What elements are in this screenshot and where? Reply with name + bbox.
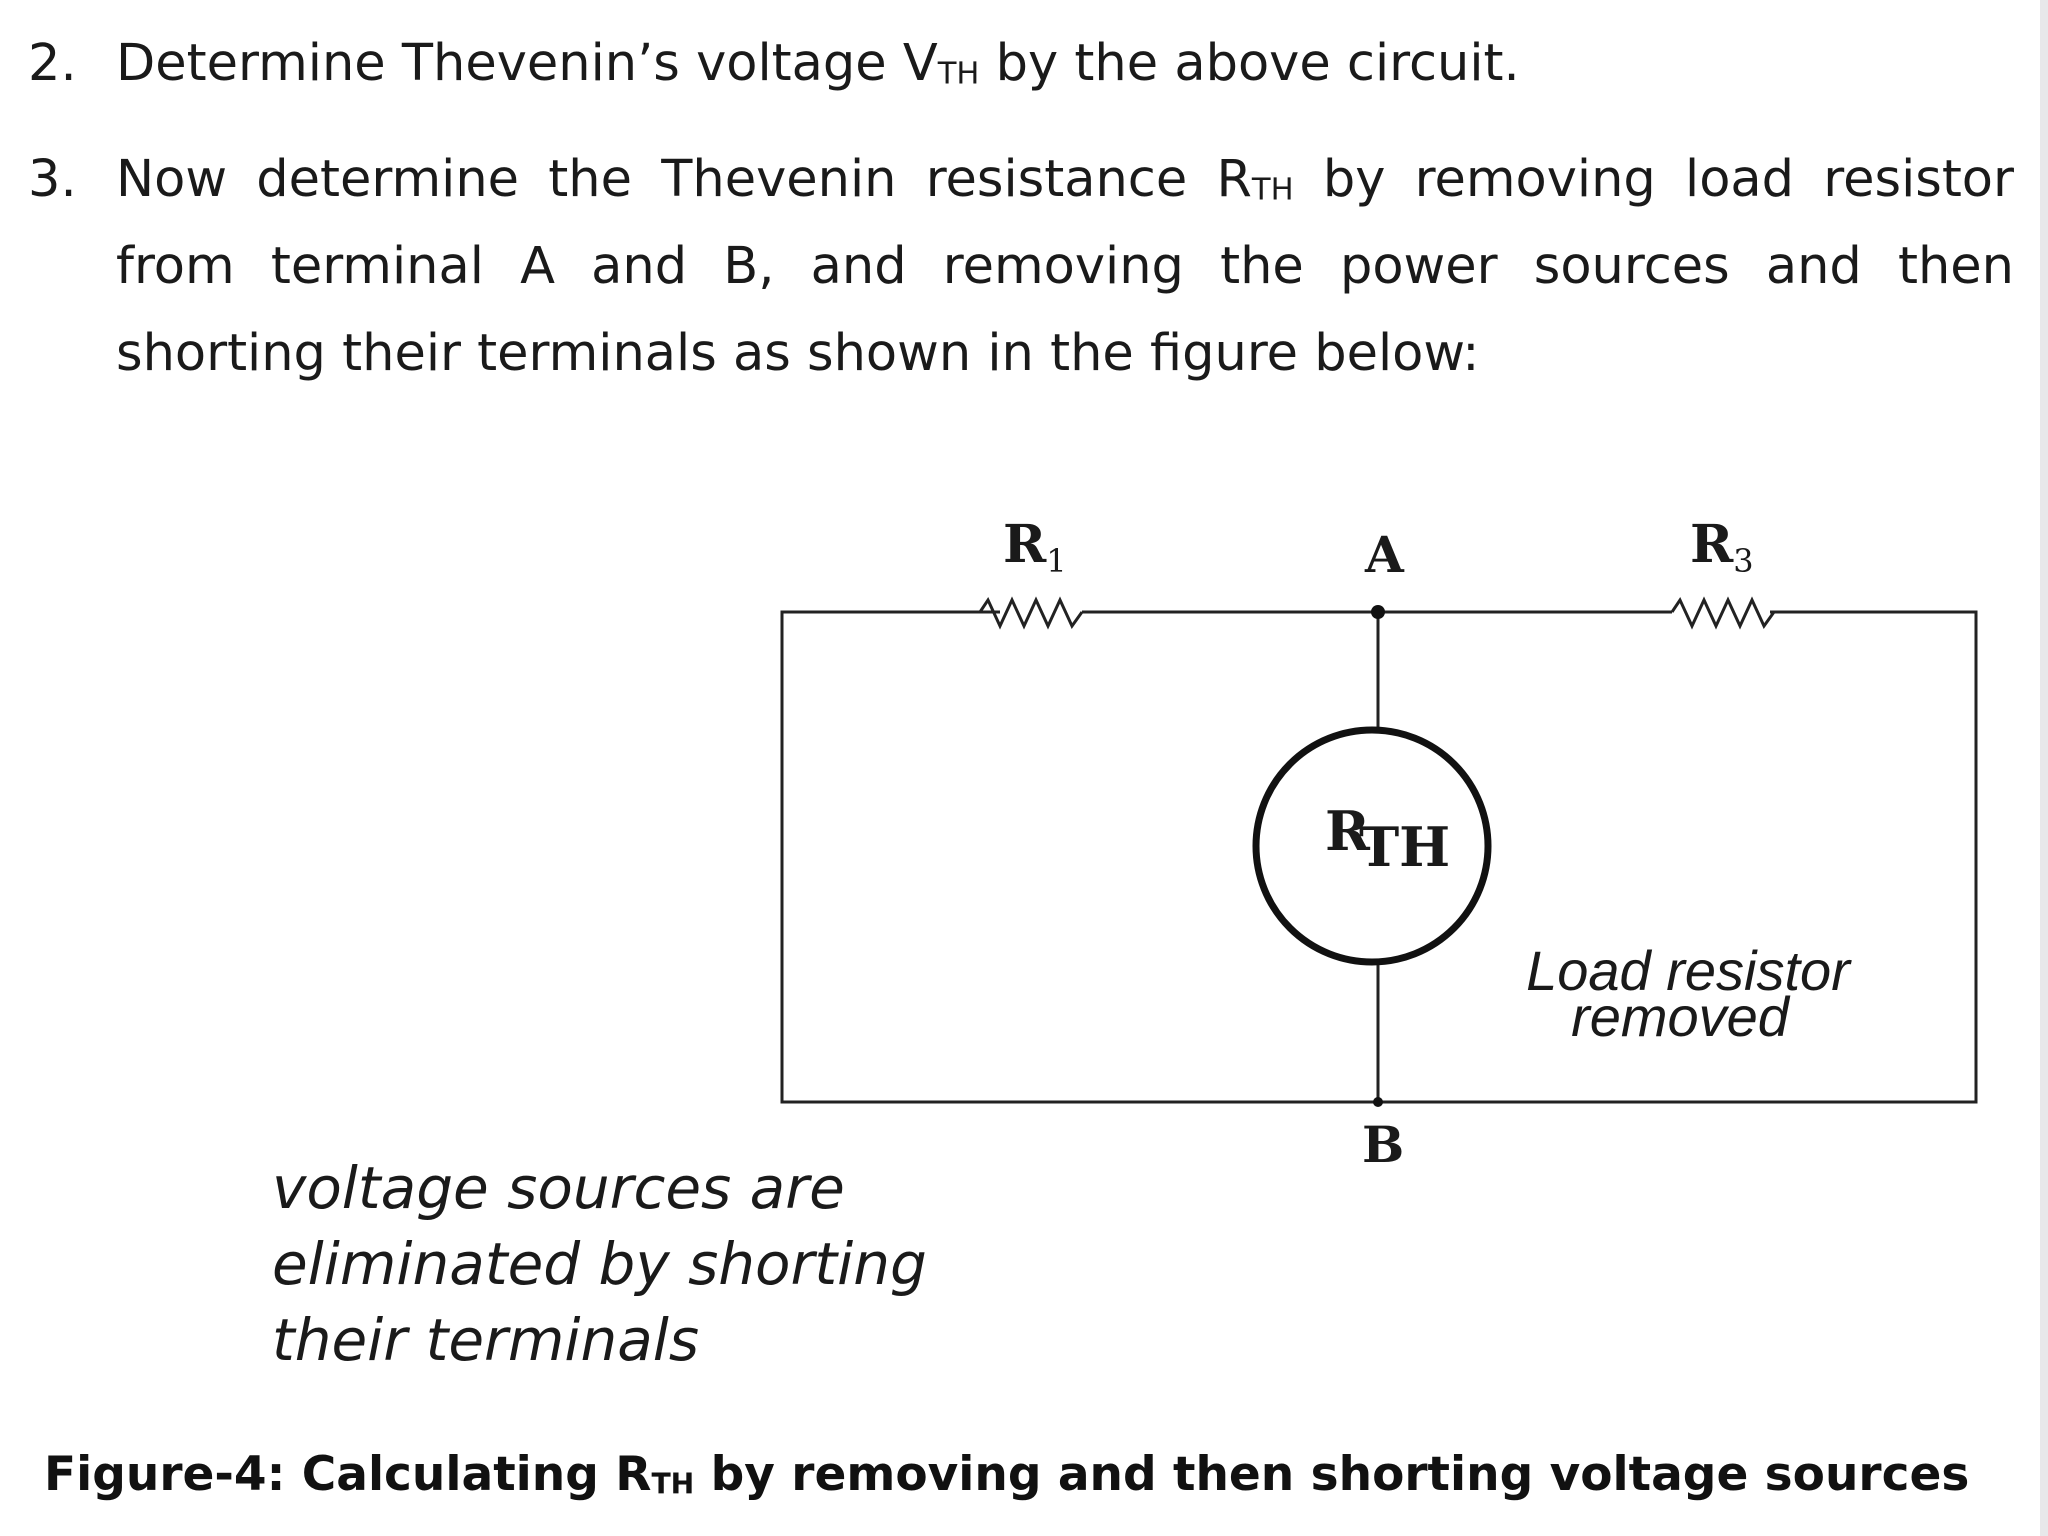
caption-subscript: TH xyxy=(651,1467,695,1501)
step-2-text-before: Determine Thevenin’s voltage V xyxy=(116,34,938,93)
caption-before: Figure-4: Calculating R xyxy=(44,1447,652,1502)
rth-circle xyxy=(1252,726,1492,966)
source-note-line-1: voltage sources are xyxy=(272,1154,845,1222)
rth-subscript: TH xyxy=(1359,815,1450,879)
step-2-text-after: by the above circuit. xyxy=(979,34,1520,93)
rth-label: RTH xyxy=(1325,799,1450,879)
r1-letter: R xyxy=(1003,514,1047,575)
step-2-number: 2. xyxy=(28,34,77,93)
step-2-text: Determine Thevenin’s voltage VTH by the … xyxy=(116,20,2014,107)
source-note-line-3: their terminals xyxy=(272,1306,700,1374)
step-3-text-after: by removing load resistor from terminal … xyxy=(116,150,2014,383)
page-edge xyxy=(2040,0,2048,1536)
step-3-subscript: TH xyxy=(1251,172,1294,208)
caption-after: by removing and then shorting voltage so… xyxy=(694,1447,1970,1502)
step-3-number: 3. xyxy=(28,150,77,209)
source-note-line-2: eliminated by shorting xyxy=(272,1230,927,1298)
r3-subscript: 3 xyxy=(1733,542,1753,580)
load-note-line-2: removed xyxy=(1571,985,1791,1048)
resistor-r1-symbol xyxy=(978,596,1084,630)
step-3-text: Now determine the Thevenin resistance RT… xyxy=(116,136,2014,397)
node-a-label: A xyxy=(1364,525,1405,584)
r1-label: R1 xyxy=(1003,514,1067,580)
step-3-text-before: Now determine the Thevenin resistance R xyxy=(116,150,1252,209)
r1-subscript: 1 xyxy=(1046,542,1066,580)
source-note: voltage sources are eliminated by shorti… xyxy=(272,1150,1032,1378)
node-b-label: B xyxy=(1362,1115,1404,1174)
r3-letter: R xyxy=(1690,514,1734,575)
load-note-line-1: Load resistor xyxy=(1526,939,1852,1002)
r3-label: R3 xyxy=(1690,514,1754,580)
rth-letter: R xyxy=(1325,799,1371,863)
figure-caption: Figure-4: Calculating RTH by removing an… xyxy=(44,1440,1969,1510)
resistor-r3-symbol xyxy=(1670,596,1776,630)
node-b-dot xyxy=(1373,1097,1383,1107)
step-2-subscript: TH xyxy=(937,56,980,92)
node-a-dot xyxy=(1371,605,1385,619)
